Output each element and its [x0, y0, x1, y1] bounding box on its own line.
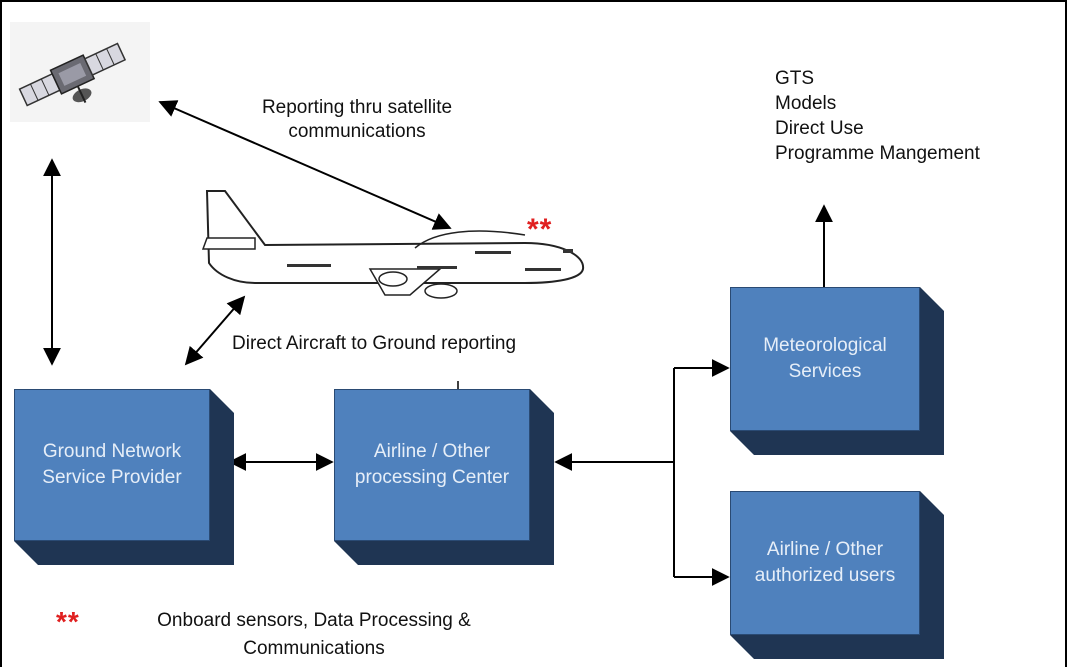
aircraft-ground-arrow [184, 295, 246, 366]
output-direct-use: Direct Use [775, 118, 864, 139]
satellite-icon [10, 22, 150, 122]
top-outputs-list: GTS Models Direct Use Programme Mangemen… [775, 66, 980, 166]
output-programme-management: Programme Mangement [775, 143, 980, 164]
aircraft-onboard-marker: ** [527, 213, 553, 246]
output-gts: GTS [775, 68, 815, 89]
footnote-text: Onboard sensors, Data Processing & Commu… [157, 610, 471, 659]
authorized-users-label: Airline / Other authorized users [730, 491, 920, 635]
meteorological-label: Meteorological Services [730, 287, 920, 431]
satellite-reporting-label: Reporting thru satellite communications [261, 97, 453, 142]
footnote-marker: ** [56, 606, 80, 637]
ground-network-label: Ground Network Service Provider [14, 389, 210, 541]
output-models: Models [775, 93, 837, 114]
satellite-aircraft-arrow [158, 100, 452, 230]
airline-processing-label: Airline / Other processing Center [334, 389, 530, 541]
direct-reporting-label: Direct Aircraft to Ground reporting [232, 333, 517, 354]
